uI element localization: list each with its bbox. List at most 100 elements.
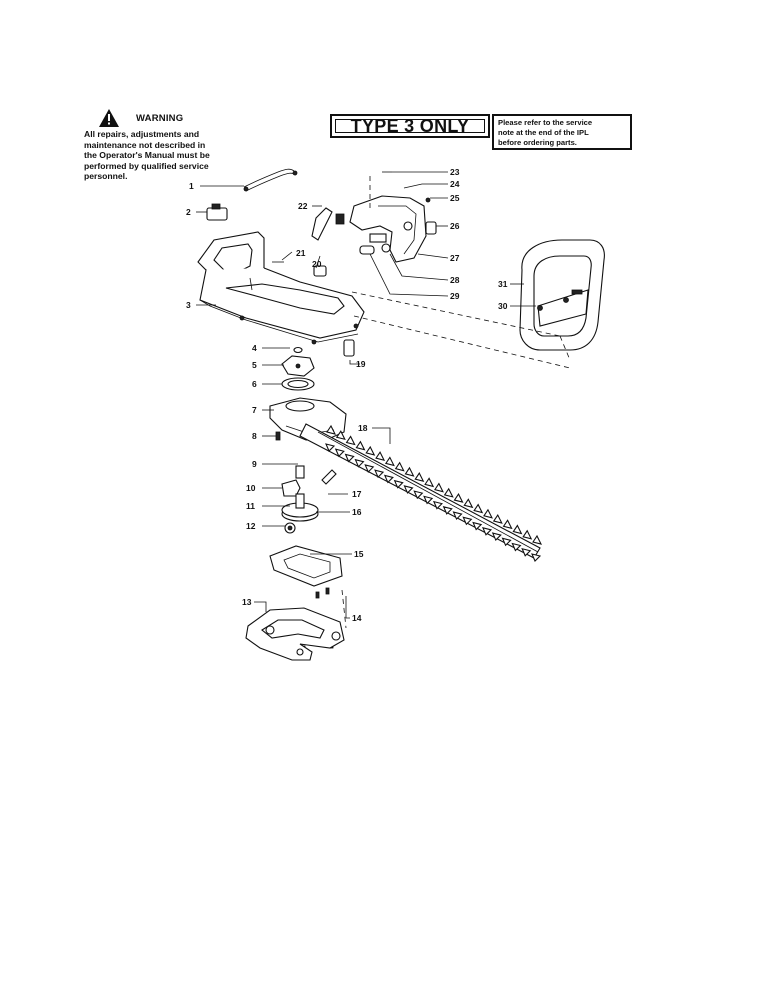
blade-tooth [491,532,502,542]
blade-tooth [511,542,522,552]
blade-tooth [393,479,404,489]
label-part-31: 31 [498,279,508,289]
blade-tooth [345,435,356,446]
blade-tooth [452,511,463,521]
warning-line: personnel. [84,171,128,182]
label-part-2: 2 [186,207,191,217]
blade-tooth [383,474,394,484]
label-part-12: 12 [246,521,256,531]
part-labels: 1 2 3 4 5 6 7 8 9 10 11 12 13 14 15 16 1… [186,167,508,623]
blade-tooth [335,430,346,441]
blade-tooth [365,445,376,456]
blade-tooth [434,482,444,493]
part-15-cover-plate [269,545,343,587]
part-9-pin [295,465,305,479]
part-13-bottom-guard [245,607,345,661]
assembly-dashed-lines [341,176,571,629]
part-26-knob [425,221,437,235]
blade-tooth [473,503,484,514]
blade-tooth [344,453,355,463]
label-part-16: 16 [352,507,362,517]
blade-tooth [443,487,454,498]
blade-tooth [472,521,483,531]
blade-tooth [423,495,434,505]
blade-tooth [413,490,424,500]
blade-tooth [424,477,435,488]
warning-line: the Operator's Manual must be [84,150,210,161]
label-part-25: 25 [450,193,460,203]
warning-header: WARNING [98,108,234,128]
blade-tooth [414,472,425,482]
label-part-24: 24 [450,179,460,189]
warning-line: performed by qualified service [84,160,209,171]
part-10-eccentric [281,479,301,497]
label-part-11: 11 [246,501,255,511]
part-12-nut [284,522,296,534]
blade-tooth [532,534,543,545]
blade-tooth [492,513,503,524]
service-note-line: note at the end of the IPL [498,128,589,137]
blade-tooth [512,524,523,535]
blade-tooth [501,537,512,547]
part-6-bearing [281,377,315,391]
label-part-26: 26 [450,221,460,231]
blade-tooth [394,461,405,472]
blade-tooth [462,516,473,526]
blade-tooth [334,448,345,458]
label-part-4: 4 [252,343,257,353]
warning-triangle-icon [99,109,119,127]
blade-tooth [364,464,375,473]
part-20-21-small-parts [272,261,327,277]
service-note-box: Please refer to the service note at the … [492,114,632,150]
blade-tooth [442,506,453,515]
part-18-blade [299,423,543,562]
label-part-1: 1 [189,181,194,191]
blade-tooth [326,424,337,435]
part-1-wire-harness [243,168,298,192]
blade-tooth [403,485,414,494]
blade-tooth [531,553,542,562]
blade-tooth [375,451,386,462]
label-part-22: 22 [298,201,308,211]
part-22-trigger [311,207,345,241]
service-note-line: Please refer to the service [498,118,593,127]
part-28-29-pins [359,243,391,255]
part-17-rod [321,469,337,485]
label-part-28: 28 [450,275,460,285]
label-part-21: 21 [296,248,306,258]
label-part-27: 27 [450,253,460,263]
warning-block: WARNING All repairs, adjustments and mai… [84,108,234,182]
label-part-5: 5 [252,360,257,370]
blade-tooth [521,547,532,557]
label-part-7: 7 [252,405,257,415]
part-25-screw [425,197,431,203]
part-2-switch [206,203,228,221]
blade-tooth [482,527,493,536]
label-part-18: 18 [358,423,368,433]
blade-tooth [463,498,474,509]
label-part-9: 9 [252,459,257,469]
blade-tooth [502,519,513,530]
part-3-handle-housing [197,231,365,345]
warning-line: maintenance not described in [84,139,206,150]
label-part-6: 6 [252,379,257,389]
blade-teeth [325,424,543,562]
label-part-29: 29 [450,291,460,301]
label-part-3: 3 [186,300,191,310]
blade-tooth [522,529,533,540]
label-part-13: 13 [242,597,252,607]
part-31-front-handle [519,239,605,351]
blade-tooth [453,493,464,503]
blade-tooth [355,440,366,451]
warning-line: All repairs, adjustments and [84,129,200,139]
part-8-screw [275,431,281,441]
blade-tooth [374,469,385,479]
service-note-line: before ordering parts. [498,138,577,147]
part-4-washer [293,346,303,354]
label-part-19: 19 [356,359,366,369]
label-part-23: 23 [450,167,460,177]
blade-tooth [404,466,415,477]
blade-tooth [384,456,395,467]
